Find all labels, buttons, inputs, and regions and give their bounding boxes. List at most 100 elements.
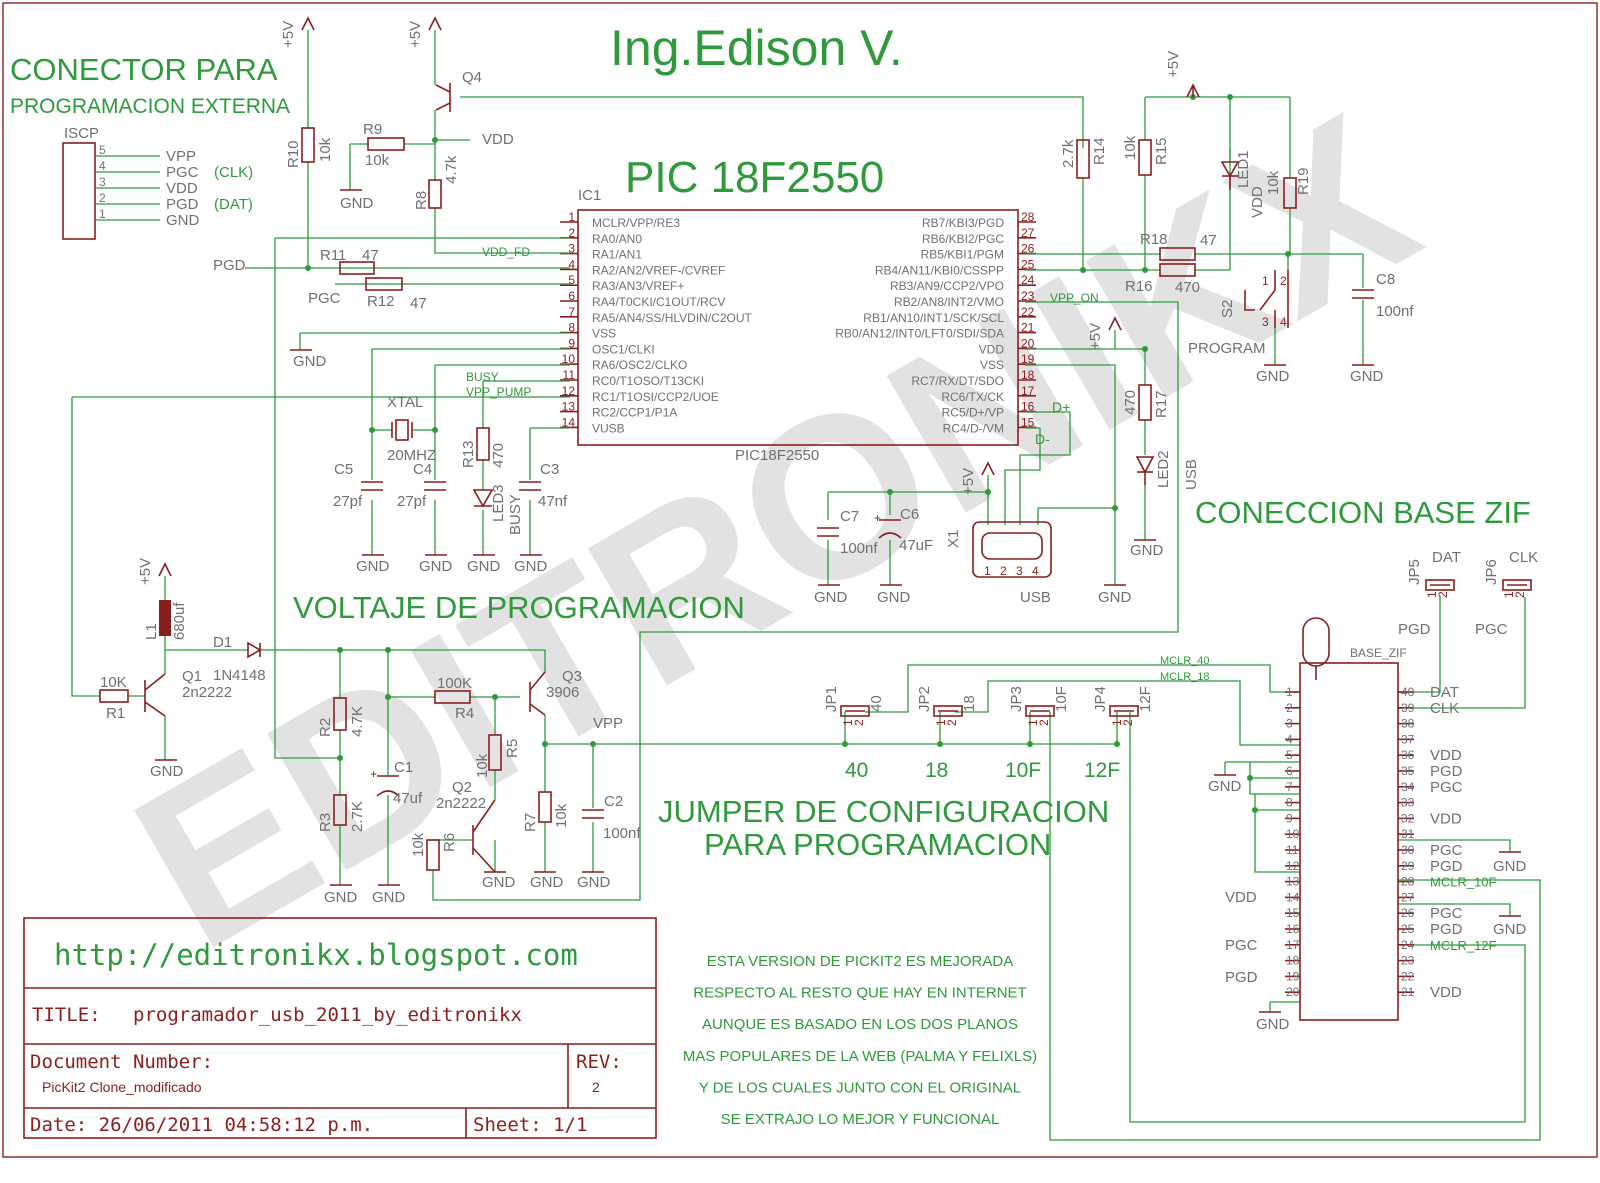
zif-left-vdd: VDD	[1225, 889, 1257, 906]
note-line: AUNQUE ES BASADO EN LOS DOS PLANOS	[702, 1016, 1018, 1033]
q3-ref: Q3	[562, 668, 582, 685]
gnd-c5: GND	[356, 558, 390, 575]
s2-ref: S2	[1219, 300, 1236, 318]
r19-val: 10k	[1265, 170, 1282, 195]
net-labels: VDD_FD BUSY VPP_PUMP VPP_ON D+ D- MCLR_4…	[213, 131, 1266, 732]
gnd-s2: GND	[1256, 368, 1290, 385]
zif-right-pin-label: PGD	[1430, 763, 1463, 780]
jumper-ref: JP4	[1092, 686, 1109, 712]
led2-ref: LED2	[1155, 450, 1172, 488]
zif-left-pgc: PGC	[1225, 937, 1258, 954]
conector-heading: CONECTOR PARA	[10, 52, 278, 87]
r3-val: 2.7K	[349, 801, 366, 832]
icsp-pin-name: GND	[166, 212, 200, 229]
junctions	[305, 94, 1291, 813]
jumper-ref: JP6	[1483, 559, 1500, 585]
leds: LED1 LED3 BUSY LED2	[472, 150, 1252, 535]
notes: ESTA VERSION DE PICKIT2 ES MEJORADARESPE…	[683, 953, 1037, 1128]
r6-val: 10k	[410, 832, 427, 857]
transistor-labels: Q4 Q1 2n2222 Q2 2n2222 Q3 3906	[182, 69, 582, 812]
gnd-c8: GND	[1350, 368, 1384, 385]
x1-val: USB	[1020, 589, 1051, 606]
zif-left-pin-num: 11	[1286, 843, 1299, 857]
gnd-q1: GND	[150, 763, 184, 780]
r7-ref: R7	[522, 813, 539, 832]
ic1-pin-num: 12	[562, 384, 576, 398]
net-vpp: VPP	[593, 715, 623, 732]
r7-val: 10k	[553, 803, 570, 828]
jumper-net: PGC	[1475, 621, 1508, 638]
q1-ref: Q1	[182, 668, 202, 685]
capacitor-labels: C5 27pf C4 27pf C3 47nf C7 100nf C6 47uF…	[333, 271, 1414, 842]
jumper-body	[933, 705, 963, 717]
q2-ref: Q2	[452, 779, 472, 796]
r17-ref: R17	[1153, 390, 1170, 418]
jumpers: JP1124040JP2121818JP31210F10FJP41212F12F…	[823, 549, 1538, 782]
r13-val: 470	[490, 443, 507, 468]
ic1-pin-name: RB2/AN8/INT2/VMO	[894, 295, 1004, 309]
ic1-pin-num: 25	[1021, 257, 1035, 271]
zif-right-pin-label: PGC	[1430, 779, 1463, 796]
icsp-pin-num: 4	[99, 159, 106, 173]
ic1-pin-name: OSC1/CLKI	[592, 342, 655, 356]
ic1-ref: IC1	[578, 187, 601, 204]
zif-left-pin-num: 3	[1286, 717, 1293, 731]
zif-right-pin-num: 33	[1401, 796, 1415, 810]
net-busy: BUSY	[466, 370, 499, 384]
transistors	[144, 83, 546, 873]
c8-ref: C8	[1376, 271, 1395, 288]
r12-val: 47	[410, 295, 427, 312]
ic1-pin-num: 13	[562, 400, 576, 414]
r11-val: 47	[362, 247, 379, 264]
c7-val: 100nf	[840, 540, 878, 557]
zif-left-pin-num: 8	[1286, 796, 1293, 810]
ic1-pin-num: 9	[568, 336, 575, 350]
icsp-pin-name: VPP	[166, 148, 196, 165]
ic1-pin-num: 26	[1021, 242, 1035, 256]
gnd-r9: GND	[340, 195, 374, 212]
r9-val: 10k	[365, 152, 390, 169]
c6-val: 47uF	[899, 537, 933, 554]
r10-val: 10k	[317, 137, 334, 162]
switch-s2: 1 2 3 4 S2 PROGRAM	[1188, 270, 1289, 357]
ic1-pin-num: 17	[1021, 384, 1035, 398]
jumper-label-vertical: 12F	[1137, 686, 1154, 712]
jumper-pin: 2	[852, 719, 866, 726]
ic1-pin-num: 21	[1021, 321, 1035, 335]
jumper-name: CLK	[1509, 549, 1538, 566]
gnd-pin8: GND	[293, 353, 327, 370]
ic1-pin-num: 22	[1021, 305, 1035, 319]
jumper-config-label: 12F	[1084, 759, 1120, 782]
jumper-pin: 2	[945, 719, 959, 726]
jumper-pin: 1	[1026, 719, 1040, 726]
r15-ref: R15	[1153, 137, 1170, 165]
c5-ref: C5	[334, 461, 353, 478]
jumper-pin: 1	[1502, 591, 1516, 598]
svg-text:+: +	[874, 511, 881, 525]
q2-val: 2n2222	[436, 795, 486, 812]
jumper-label-vertical: 40	[868, 695, 885, 712]
xtal-ref: XTAL	[387, 394, 423, 411]
zif-right-pin-num: 22	[1401, 969, 1415, 983]
r10-ref: R10	[285, 140, 302, 168]
ic1-pin-name: MCLR/VPP/RE3	[592, 216, 680, 230]
icsp-ref: ISCP	[64, 125, 99, 142]
l1-ref: L1	[143, 623, 160, 640]
c3-val: 47nf	[538, 493, 568, 510]
jumper-pin: 2	[1436, 591, 1450, 598]
zif-right-pin-label: CLK	[1430, 700, 1459, 717]
zif-right-pin-num: 32	[1401, 811, 1415, 825]
p5v-q4: +5V	[407, 21, 424, 48]
icsp-pin-num: 5	[99, 143, 106, 157]
c4-val: 27pf	[397, 493, 427, 510]
ground-bars	[155, 189, 1521, 1013]
zif-right-pin-label: PGC	[1430, 905, 1463, 922]
gnd-r7: GND	[530, 874, 564, 891]
zif-left-pin-num: 13	[1286, 875, 1300, 889]
c8-val: 100nf	[1376, 303, 1414, 320]
s2-pin3: 3	[1262, 315, 1269, 329]
zif-right-pin-num: 26	[1401, 906, 1415, 920]
gnd-zif-26: GND	[1493, 921, 1527, 938]
